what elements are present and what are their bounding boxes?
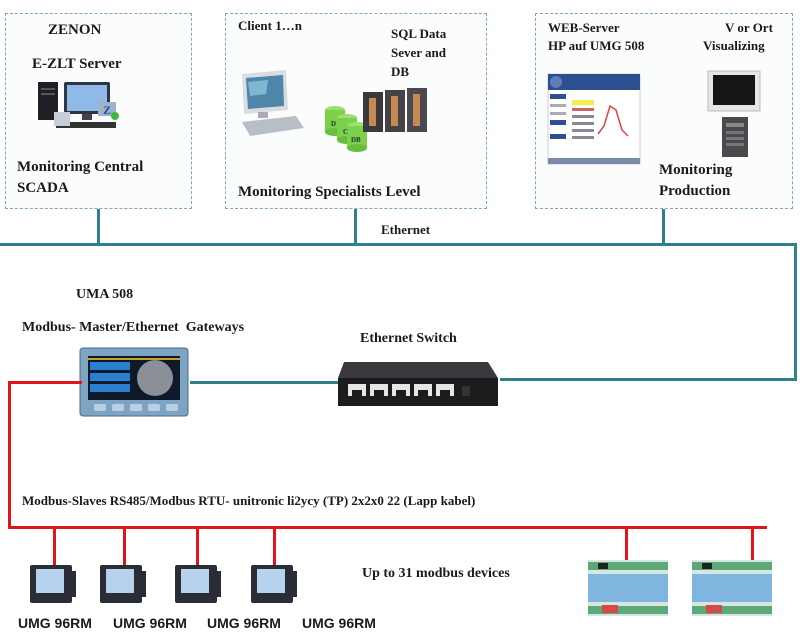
svg-text:Z: Z (103, 103, 111, 117)
ethernet-backbone (0, 243, 797, 246)
visualizing-line2: Visualizing (703, 38, 765, 53)
web-page-screenshot-icon (547, 73, 641, 165)
client-pc-icon (242, 70, 304, 136)
ethernet-drop-production (662, 209, 665, 244)
zenon-title: ZENON (48, 22, 102, 38)
central-caption-line2: SCADA (17, 180, 69, 196)
svg-text:C: C (343, 128, 348, 136)
umg96rm-meter-icon (100, 565, 146, 603)
web-server-line2: HP auf UMG 508 (548, 38, 645, 53)
monitor-tower-icon (707, 70, 761, 157)
specialists-box: Client 1…n SQL Data Sever and DB D C DB … (225, 13, 487, 209)
meter-label: UMG 96RM (302, 615, 376, 631)
ethernet-label: Ethernet (381, 222, 431, 237)
meter-label: UMG 96RM (18, 615, 92, 631)
modbus-bus-line (8, 526, 767, 529)
sql-label-line2: Sever and (391, 45, 447, 60)
modbus-gateway-link (8, 381, 82, 384)
ethernet-drop-specialists (354, 209, 357, 244)
capacity-note: Up to 31 modbus devices (362, 566, 510, 581)
ezlt-server-label: E-ZLT Server (32, 56, 122, 72)
production-caption-line1: Monitoring (659, 162, 733, 178)
modbus-left-riser (8, 381, 11, 529)
meter-label: UMG 96RM (113, 615, 187, 631)
server-workstation-icon: Z (38, 82, 119, 128)
gateway-device-icon (79, 347, 189, 417)
ethernet-switch-uplink (500, 378, 797, 381)
din-rail-module-icon (692, 560, 772, 616)
gateway-description: Modbus- Master/Ethernet Gateways (22, 320, 245, 335)
ethernet-drop-central (97, 209, 100, 244)
modbus-right-riser (766, 526, 767, 527)
umg96rm-meter-icon (30, 565, 76, 603)
modbus-bus-label: Modbus-Slaves RS485/Modbus RTU- unitroni… (22, 493, 476, 508)
ethernet-right-riser (794, 243, 797, 380)
ethernet-switch-icon (338, 362, 498, 406)
svg-text:DB: DB (351, 136, 361, 144)
sql-label-line3: DB (391, 64, 410, 79)
server-rack-icon (363, 88, 427, 132)
modbus-drop-1 (53, 526, 56, 570)
central-caption-line1: Monitoring Central (17, 159, 144, 175)
modbus-drop-5 (625, 526, 628, 564)
svg-text:D: D (331, 120, 336, 128)
modbus-drop-3 (196, 526, 199, 570)
meter-label: UMG 96RM (207, 615, 281, 631)
modbus-drop-2 (123, 526, 126, 570)
web-server-line1: WEB-Server (548, 20, 620, 35)
production-caption-line2: Production (659, 183, 731, 199)
ethernet-gateway-link (190, 381, 338, 384)
client-label: Client 1…n (238, 18, 302, 33)
modbus-drop-4 (273, 526, 276, 570)
umg96rm-meter-icon (175, 565, 221, 603)
specialists-caption: Monitoring Specialists Level (238, 184, 421, 200)
production-box: WEB-Server HP auf UMG 508 V or Ort Visua… (535, 13, 793, 209)
switch-label: Ethernet Switch (360, 331, 457, 346)
central-scada-box: ZENON E-ZLT Server Z Monitoring Central … (5, 13, 192, 209)
visualizing-line1: V or Ort (725, 20, 773, 35)
umg96rm-meter-icon (251, 565, 297, 603)
modbus-drop-6 (751, 526, 754, 564)
database-icon: D C DB (325, 106, 367, 152)
sql-label-line1: SQL Data (391, 26, 447, 41)
din-rail-module-icon (588, 560, 668, 616)
gateway-name: UMA 508 (76, 287, 134, 302)
